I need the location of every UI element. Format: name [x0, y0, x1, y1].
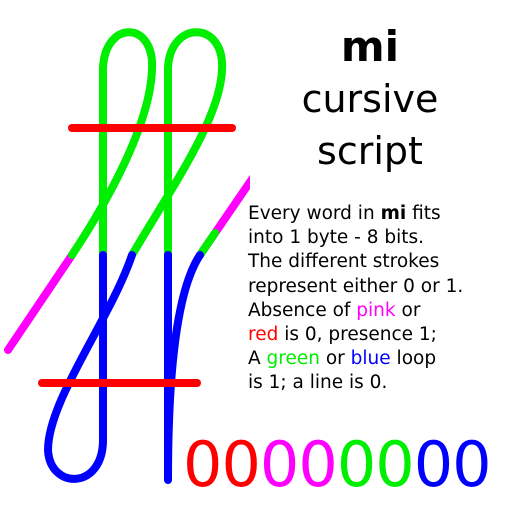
- description-line-6: red is 0, presence 1;: [248, 324, 437, 346]
- description-text: Every word in mi fits into 1 byte - 8 bi…: [248, 202, 510, 396]
- bit-6: 0: [375, 428, 414, 501]
- description-line-2: into 1 byte - 8 bits.: [248, 227, 425, 249]
- bit-5: 0: [336, 428, 376, 501]
- pink-stroke-left: [4, 251, 76, 354]
- bit-4: 0: [298, 428, 337, 501]
- description-line-3: The different strokes: [248, 251, 440, 273]
- bit-8: 0: [452, 428, 491, 501]
- blue-loop-left: [44, 251, 136, 483]
- bit-3: 0: [259, 428, 299, 501]
- title-mi: mi: [340, 22, 400, 71]
- description-line-4: represent either 0 or 1.: [248, 275, 464, 297]
- description-line-5: Absence of pink or: [248, 299, 421, 321]
- bit-1: 0: [183, 428, 222, 501]
- description-line-7: A green or blue loop: [248, 348, 437, 370]
- green-loop-right: [128, 28, 227, 259]
- cursive-glyph-drawing: [4, 28, 250, 484]
- blue-stroke-right: [164, 251, 204, 484]
- bit-7: 0: [413, 428, 453, 501]
- green-stroke-right-tail: [196, 229, 219, 259]
- binary-digits: 00000000: [183, 425, 492, 505]
- description-line-8: is 1; a line is 0.: [248, 372, 388, 394]
- title-script: script: [317, 129, 423, 173]
- description-line-1: Every word in mi fits: [248, 203, 441, 224]
- green-loop-left: [68, 28, 157, 259]
- title-cursive: cursive: [301, 77, 439, 121]
- bit-2: 0: [221, 428, 260, 501]
